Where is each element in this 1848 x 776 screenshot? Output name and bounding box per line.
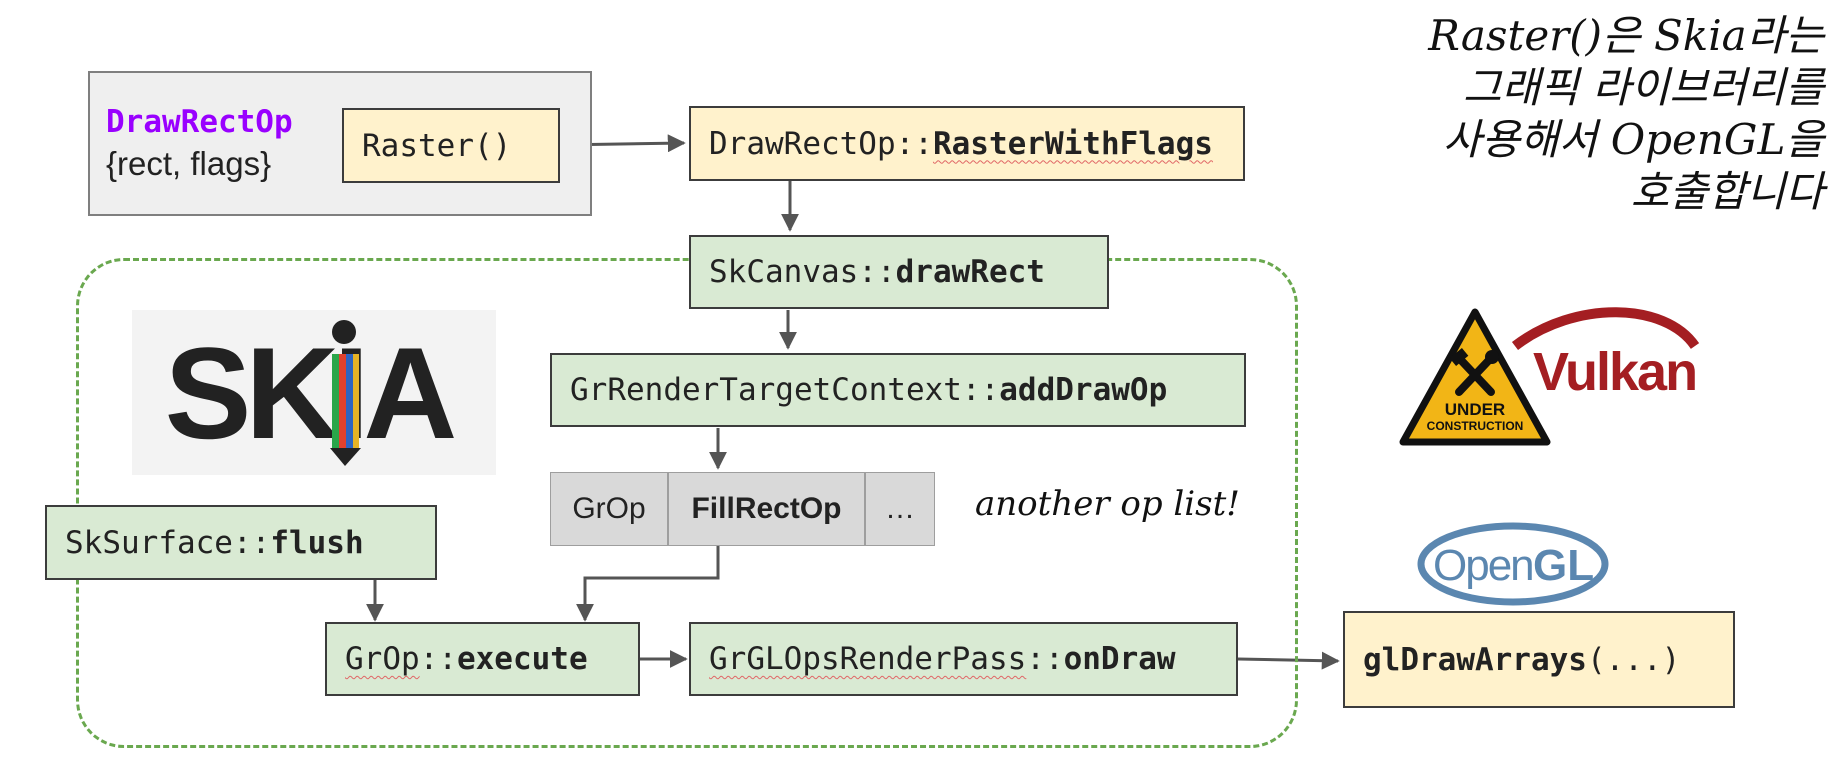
arrow-ondraw-to-gldraw bbox=[1237, 651, 1340, 670]
flush-method: flush bbox=[270, 524, 364, 561]
on-draw-class: GrGLOpsRenderPass bbox=[709, 641, 1027, 677]
execute-class: GrOp bbox=[345, 641, 420, 677]
op-list-cell-fillrectop-label: FillRectOp bbox=[691, 492, 842, 525]
vulkan-logo-text: Vulkan bbox=[1533, 342, 1696, 402]
op-list-cell-grop: GrOp bbox=[550, 472, 668, 546]
draw-rect-op-name: DrawRectOp bbox=[106, 104, 293, 140]
op-list-cell-more-label: … bbox=[885, 492, 915, 525]
flush-box: SkSurface::flush bbox=[45, 505, 437, 580]
opengl-logo: Open GL bbox=[1415, 520, 1635, 606]
annotation-line: 호출합니다 bbox=[1630, 167, 1824, 216]
raster-with-flags-class: DrawRectOp:: bbox=[709, 125, 933, 162]
draw-rect-method: drawRect bbox=[895, 254, 1045, 290]
raster-with-flags-box: DrawRectOp::RasterWithFlags bbox=[689, 106, 1245, 181]
annotation-line: 그래픽 라이브러리를 bbox=[1462, 63, 1824, 112]
vulkan-logo: Vulkan UNDER CONSTRUCTION bbox=[1395, 302, 1755, 452]
raster-label: Raster() bbox=[362, 127, 512, 164]
skia-logo: SKIA bbox=[132, 310, 496, 475]
opengl-logo-graphic: Open GL bbox=[1417, 522, 1609, 606]
on-draw-method: onDraw bbox=[1063, 641, 1176, 677]
annotation-line: 사용해서 OpenGL을 bbox=[1442, 115, 1824, 164]
on-draw-box: GrGLOpsRenderPass::onDraw bbox=[689, 622, 1238, 696]
under-label: UNDER bbox=[1445, 400, 1505, 419]
add-draw-op-class: GrRenderTargetContext:: bbox=[570, 372, 1000, 408]
construction-label: CONSTRUCTION bbox=[1427, 419, 1524, 433]
draw-rect-op-fields: {rect, flags} bbox=[106, 145, 272, 182]
execute-box: GrOp::execute bbox=[325, 622, 640, 696]
op-list-note: another op list! bbox=[975, 484, 1240, 524]
op-list-cell-more: … bbox=[865, 472, 935, 546]
gl-draw-arrays-args: (...) bbox=[1586, 641, 1681, 678]
on-draw-sep: :: bbox=[1026, 641, 1064, 677]
gl-draw-arrays-method: glDrawArrays bbox=[1363, 641, 1587, 678]
annotation-line: Raster()은 Skia라는 bbox=[1428, 11, 1824, 60]
opengl-logo-open: Open bbox=[1433, 541, 1533, 590]
execute-method: execute bbox=[456, 641, 588, 677]
execute-sep: :: bbox=[419, 641, 457, 677]
op-list-cell-fillrectop: FillRectOp bbox=[668, 472, 865, 546]
raster-box: Raster() bbox=[342, 108, 560, 183]
add-draw-op-method: addDrawOp bbox=[999, 372, 1168, 408]
draw-rect-box: SkCanvas::drawRect bbox=[689, 235, 1109, 309]
skia-logo-dot bbox=[332, 320, 356, 344]
draw-rect-class: SkCanvas:: bbox=[709, 254, 896, 290]
skia-logo-text: SKIA bbox=[165, 320, 455, 466]
flush-class: SkSurface:: bbox=[65, 524, 271, 561]
op-list-cell-grop-label: GrOp bbox=[572, 492, 646, 525]
skia-frame bbox=[76, 258, 1298, 748]
add-draw-op-box: GrRenderTargetContext::addDrawOp bbox=[550, 353, 1246, 427]
annotation-text: Raster()은 Skia라는 그래픽 라이브러리를 사용해서 OpenGL을… bbox=[1428, 10, 1824, 218]
raster-with-flags-method: RasterWithFlags bbox=[932, 125, 1213, 162]
gl-draw-arrays-box: glDrawArrays(...) bbox=[1343, 611, 1735, 708]
tools-icon bbox=[1455, 354, 1495, 396]
skia-logo-graphic: SKIA bbox=[165, 320, 460, 466]
vulkan-logo-graphic: Vulkan UNDER CONSTRUCTION bbox=[1399, 307, 1700, 446]
opengl-logo-gl: GL bbox=[1533, 541, 1594, 590]
arrow-oplist-to-execute bbox=[576, 546, 720, 622]
